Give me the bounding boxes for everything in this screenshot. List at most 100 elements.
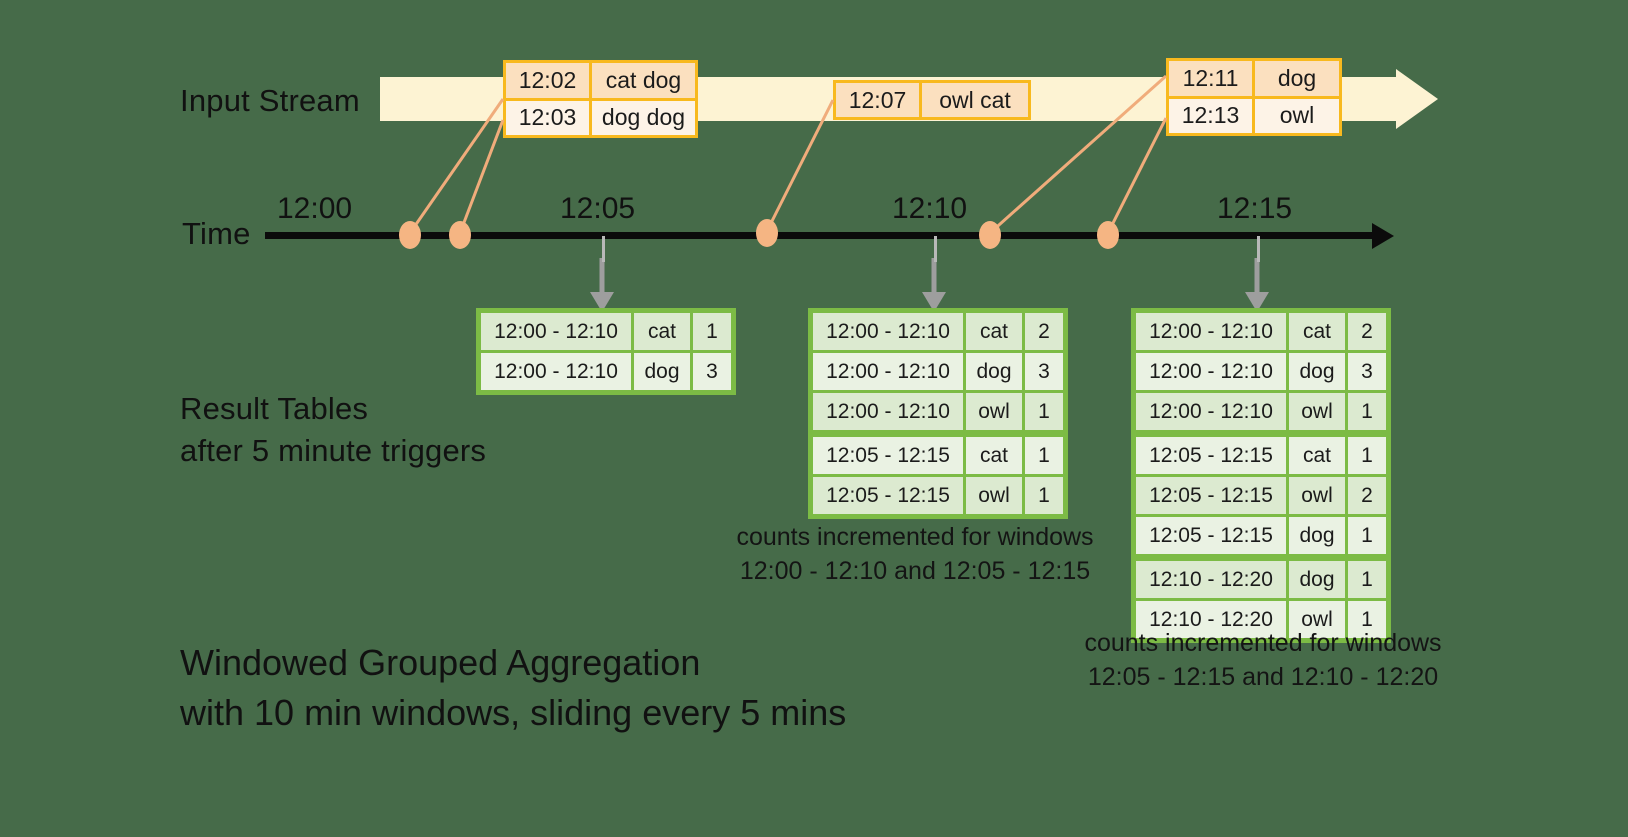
result-tables-label: Result Tables after 5 minute triggers bbox=[180, 388, 486, 472]
timeline-arrow-icon bbox=[1372, 223, 1394, 249]
timeline-tick-label: 12:00 bbox=[277, 192, 353, 225]
caption-1215: counts incremented for windows 12:05 - 1… bbox=[1073, 626, 1453, 694]
event-time: 12:11 bbox=[1169, 61, 1255, 96]
event-row: 12:13 owl bbox=[1169, 95, 1339, 133]
cell-window: 12:05 - 12:15 bbox=[1136, 517, 1286, 554]
event-value: dog bbox=[1277, 64, 1317, 91]
timeline-tick bbox=[602, 236, 605, 262]
timeline-tick-label: 12:15 bbox=[1217, 192, 1293, 225]
cell-count: 3 bbox=[1025, 353, 1063, 390]
cell-count: 2 bbox=[1348, 313, 1386, 350]
cell-key: cat bbox=[966, 313, 1022, 350]
cell-window: 12:00 - 12:10 bbox=[481, 353, 631, 390]
cell-window: 12:05 - 12:15 bbox=[813, 477, 963, 514]
cell-count: 1 bbox=[1348, 393, 1386, 430]
caption-1215-line1: counts incremented for windows bbox=[1084, 629, 1442, 657]
cell-key: owl bbox=[966, 393, 1022, 430]
cell-count: 1 bbox=[1348, 517, 1386, 554]
event-time: 12:03 bbox=[506, 100, 592, 135]
cell-window: 12:10 - 12:20 bbox=[1136, 561, 1286, 598]
cell-key: dog bbox=[1289, 517, 1345, 554]
cell-count: 2 bbox=[1025, 313, 1063, 350]
event-box-1[interactable]: 12:02 cat dog 12:03 dog dog bbox=[503, 60, 698, 138]
caption-1210: counts incremented for windows 12:00 - 1… bbox=[725, 520, 1105, 588]
cell-key: cat bbox=[1289, 313, 1345, 350]
cell-key: cat bbox=[1289, 437, 1345, 474]
cell-count: 1 bbox=[1348, 561, 1386, 598]
caption-1210-line1: counts incremented for windows bbox=[736, 523, 1094, 551]
cell-window: 12:00 - 12:10 bbox=[1136, 393, 1286, 430]
cell-count: 1 bbox=[1025, 393, 1063, 430]
cell-key: owl bbox=[1289, 393, 1345, 430]
timeline-tick-label: 12:05 bbox=[560, 192, 636, 225]
event-dot-1211[interactable] bbox=[979, 221, 1001, 249]
cell-count: 1 bbox=[693, 313, 731, 350]
cell-key: dog bbox=[1289, 353, 1345, 390]
cell-window: 12:00 - 12:10 bbox=[1136, 313, 1286, 350]
cell-window: 12:05 - 12:15 bbox=[1136, 437, 1286, 474]
cell-count: 3 bbox=[1348, 353, 1386, 390]
cell-count: 1 bbox=[1348, 601, 1386, 638]
result-tables-label-line2: after 5 minute triggers bbox=[180, 433, 487, 468]
event-box-3[interactable]: 12:11 dog 12:13 owl bbox=[1166, 58, 1342, 136]
event-box-2[interactable]: 12:07 owl cat bbox=[833, 80, 1031, 120]
timeline-tick bbox=[934, 236, 937, 262]
cell-key: owl bbox=[1289, 477, 1345, 514]
event-row: 12:02 cat dog bbox=[506, 63, 695, 98]
caption-1210-line2: 12:00 - 12:10 and 12:05 - 12:15 bbox=[739, 557, 1091, 585]
event-value: owl cat bbox=[939, 86, 1011, 113]
cell-count: 1 bbox=[1025, 437, 1063, 474]
cell-key: owl bbox=[966, 477, 1022, 514]
cell-key: owl bbox=[1289, 601, 1345, 638]
cell-key: dog bbox=[966, 353, 1022, 390]
cell-count: 1 bbox=[1348, 437, 1386, 474]
event-row: 12:03 dog dog bbox=[506, 97, 695, 135]
event-time: 12:13 bbox=[1169, 98, 1255, 133]
time-label: Time bbox=[182, 216, 251, 251]
diagram-title-line2: with 10 min windows, sliding every 5 min… bbox=[180, 692, 847, 733]
input-stream-arrow-icon bbox=[1396, 69, 1438, 129]
event-value: dog dog bbox=[601, 104, 686, 131]
event-dot-1207[interactable] bbox=[756, 219, 778, 247]
cell-key: cat bbox=[966, 437, 1022, 474]
cell-window: 12:00 - 12:10 bbox=[1136, 353, 1286, 390]
cell-window: 12:00 - 12:10 bbox=[813, 353, 963, 390]
diagram-title-line1: Windowed Grouped Aggregation bbox=[180, 642, 701, 683]
cell-key: cat bbox=[634, 313, 690, 350]
cell-window: 12:10 - 12:20 bbox=[1136, 601, 1286, 638]
cell-key: dog bbox=[634, 353, 690, 390]
event-value: cat dog bbox=[605, 66, 682, 93]
event-row: 12:11 dog bbox=[1169, 61, 1339, 96]
event-dot-1203[interactable] bbox=[449, 221, 471, 249]
input-stream-label: Input Stream bbox=[180, 83, 360, 118]
diagram-title: Windowed Grouped Aggregation with 10 min… bbox=[180, 638, 846, 738]
event-value: owl bbox=[1279, 102, 1315, 129]
cell-count: 3 bbox=[693, 353, 731, 390]
cell-window: 12:05 - 12:15 bbox=[813, 437, 963, 474]
timeline-tick bbox=[1257, 236, 1260, 262]
event-dot-1202[interactable] bbox=[399, 221, 421, 249]
event-dot-1213[interactable] bbox=[1097, 221, 1119, 249]
cell-key: dog bbox=[1289, 561, 1345, 598]
result-tables-label-line1: Result Tables bbox=[180, 391, 369, 426]
event-row: 12:07 owl cat bbox=[836, 83, 1028, 117]
cell-count: 2 bbox=[1348, 477, 1386, 514]
